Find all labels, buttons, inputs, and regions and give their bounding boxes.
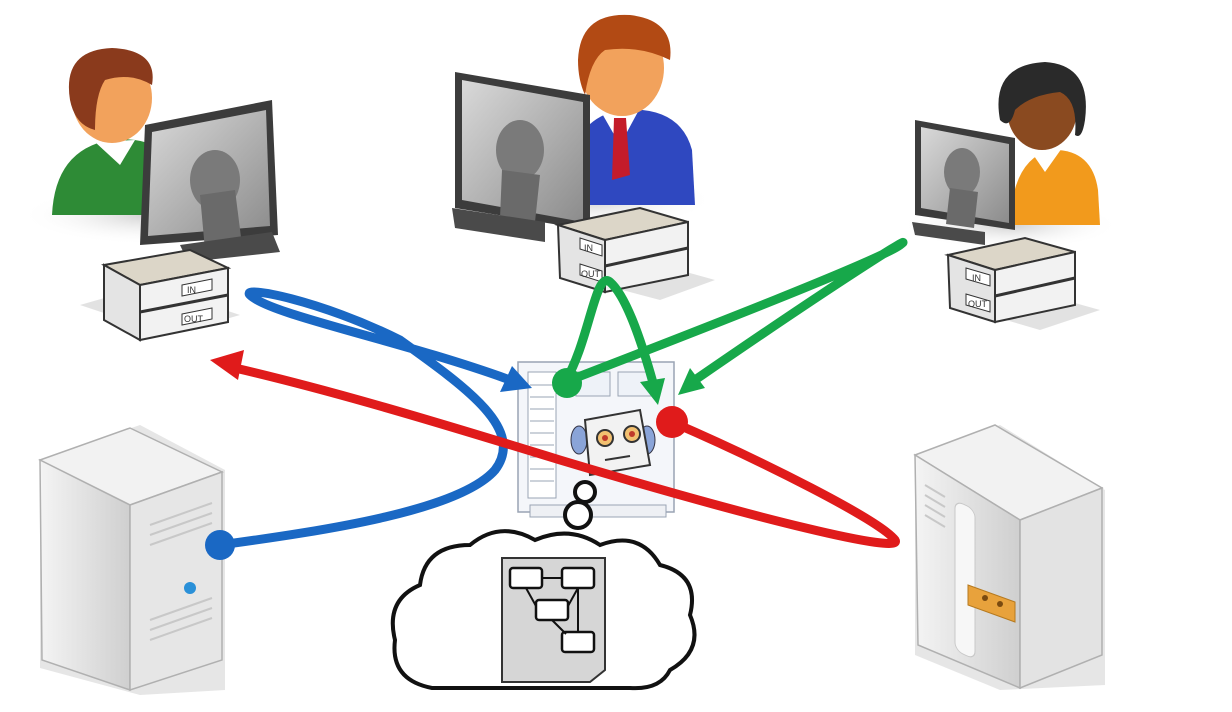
process-diagram-icon: [501, 557, 606, 683]
computer-monitor-icon: [452, 72, 590, 242]
tray-out-label: OUT: [968, 299, 988, 309]
workflow-robot-icon: [570, 408, 656, 477]
arrowhead: [640, 378, 665, 405]
server-left: [38, 425, 225, 695]
user-icon: [560, 14, 695, 205]
computer-monitor-icon: [912, 120, 1015, 245]
server-tower-icon: [38, 425, 225, 695]
tray-in-label: IN: [972, 273, 981, 283]
endpoint-dot: [205, 530, 235, 560]
endpoint-dot: [656, 406, 688, 438]
arrowhead: [678, 368, 705, 395]
blue-flow: [205, 287, 532, 560]
tray-out-label: OUT: [581, 269, 601, 279]
tray-in-label: IN: [584, 243, 593, 253]
server-right: [913, 424, 1105, 690]
in-out-tray-icon: IN OUT: [80, 248, 240, 342]
computer-monitor-icon: [140, 100, 280, 262]
in-out-tray-icon: IN OUT: [554, 206, 715, 300]
tray-in-label: IN: [187, 285, 196, 295]
user-left: IN OUT: [20, 48, 280, 342]
user-right: IN OUT: [900, 62, 1120, 330]
user-center: IN OUT: [452, 14, 715, 300]
arrowhead: [210, 350, 244, 380]
in-out-tray-icon: IN OUT: [944, 236, 1100, 330]
green-flow: [552, 237, 908, 405]
user-icon: [998, 62, 1100, 225]
workflow-engine: [517, 361, 675, 518]
thought-cloud-icon: [390, 480, 697, 691]
server-tower-icon: [913, 424, 1105, 690]
endpoint-dot: [552, 368, 582, 398]
arrowhead: [500, 366, 532, 392]
tray-out-label: OUT: [184, 314, 204, 324]
red-flow: [210, 350, 900, 548]
